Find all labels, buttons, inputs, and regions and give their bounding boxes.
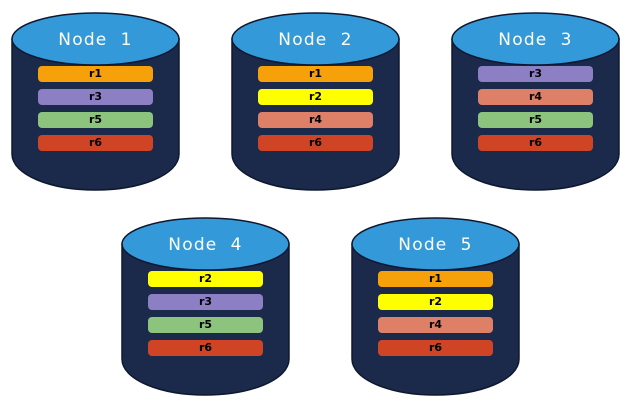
database-node-3[interactable]: Node 3 r3 r4 r5 r6 [448, 8, 623, 193]
replica-bar-r3[interactable]: r3 [38, 89, 153, 105]
database-node-2[interactable]: Node 2 r1 r2 r4 r6 [228, 8, 403, 193]
replica-bar-r3[interactable]: r3 [478, 66, 593, 82]
replica-bar-r2[interactable]: r2 [148, 271, 263, 287]
replica-list: r1 r3 r5 r6 [38, 66, 153, 151]
replica-bar-r1[interactable]: r1 [258, 66, 373, 82]
database-node-5[interactable]: Node 5 r1 r2 r4 r6 [348, 213, 523, 398]
replica-bar-r6[interactable]: r6 [258, 135, 373, 151]
replica-bar-r5[interactable]: r5 [38, 112, 153, 128]
replica-list: r3 r4 r5 r6 [478, 66, 593, 151]
database-node-1[interactable]: Node 1 r1 r3 r5 r6 [8, 8, 183, 193]
replica-bar-r3[interactable]: r3 [148, 294, 263, 310]
replica-bar-r5[interactable]: r5 [148, 317, 263, 333]
replica-list: r2 r3 r5 r6 [148, 271, 263, 356]
replica-bar-r1[interactable]: r1 [38, 66, 153, 82]
replica-bar-r6[interactable]: r6 [38, 135, 153, 151]
replica-bar-r4[interactable]: r4 [378, 317, 493, 333]
replica-list: r1 r2 r4 r6 [258, 66, 373, 151]
node-title: Node 3 [498, 30, 573, 50]
cylinder-top-ellipse [121, 217, 290, 271]
node-title: Node 5 [398, 235, 473, 255]
database-node-4[interactable]: Node 4 r2 r3 r5 r6 [118, 213, 293, 398]
replica-bar-r1[interactable]: r1 [378, 271, 493, 287]
replica-bar-r6[interactable]: r6 [478, 135, 593, 151]
replica-list: r1 r2 r4 r6 [378, 271, 493, 356]
replica-bar-r6[interactable]: r6 [148, 340, 263, 356]
node-title: Node 2 [278, 30, 353, 50]
cylinder-top-ellipse [351, 217, 520, 271]
replica-bar-r2[interactable]: r2 [378, 294, 493, 310]
replica-bar-r4[interactable]: r4 [258, 112, 373, 128]
replica-bar-r2[interactable]: r2 [258, 89, 373, 105]
node-title: Node 4 [168, 235, 243, 255]
replica-bar-r5[interactable]: r5 [478, 112, 593, 128]
node-title: Node 1 [58, 30, 133, 50]
cylinder-top-ellipse [231, 12, 400, 66]
cylinder-top-ellipse [451, 12, 620, 66]
replica-bar-r4[interactable]: r4 [478, 89, 593, 105]
cylinder-top-ellipse [11, 12, 180, 66]
replica-bar-r6[interactable]: r6 [378, 340, 493, 356]
